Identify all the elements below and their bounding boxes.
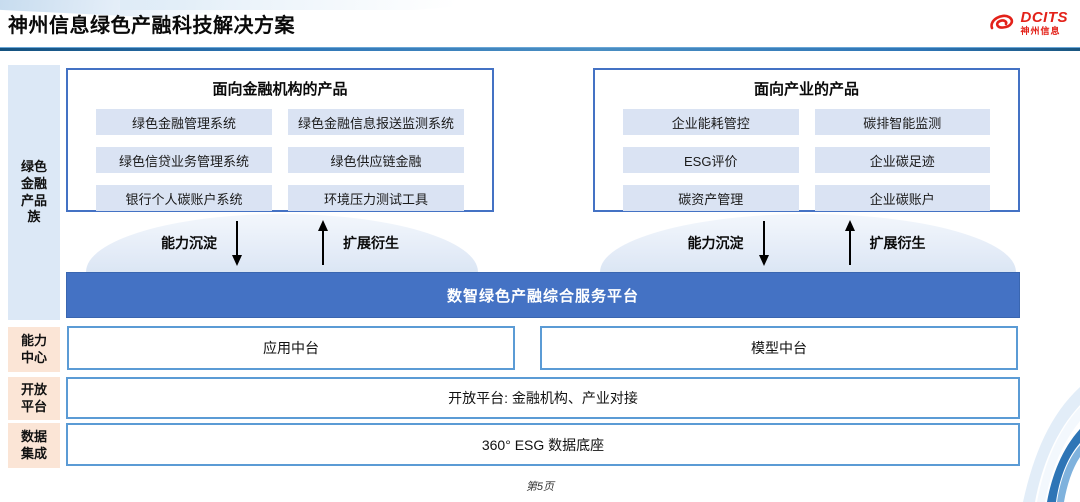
arrow-up-icon xyxy=(318,220,328,265)
arrow-up-icon xyxy=(844,220,855,265)
rail-label: 能力中心 xyxy=(20,332,47,365)
rail-label: 数据集成 xyxy=(20,428,47,461)
capability-settle-label: 能力沉淀 xyxy=(687,235,744,251)
arrow-down-icon xyxy=(758,221,769,266)
title-divider xyxy=(0,47,1080,51)
rail-green-finance-product-family: 绿色金融产品族 xyxy=(8,65,60,320)
arrow-zone-industry: 能力沉淀 扩展衍生 xyxy=(593,216,1020,270)
logo-text: DCITS 神州信息 xyxy=(1021,10,1069,36)
top-swoosh-decoration-2 xyxy=(120,0,540,10)
rail-open-platform: 开放平台 xyxy=(8,377,60,420)
product-item: 企业能耗管控 xyxy=(623,109,799,135)
dcits-swirl-icon xyxy=(989,14,1013,30)
page-number: 第5页 xyxy=(525,481,555,493)
product-item: 企业碳足迹 xyxy=(814,147,990,173)
expand-derive-label: 扩展衍生 xyxy=(343,235,399,251)
arrow-down-icon xyxy=(232,221,242,266)
product-item: 碳排智能监测 xyxy=(814,109,990,135)
model-middle-platform-box: 模型中台 xyxy=(540,326,1018,370)
open-platform-box: 开放平台: 金融机构、产业对接 xyxy=(66,377,1020,419)
expand-derive-label: 扩展衍生 xyxy=(869,235,926,251)
capability-settle-label: 能力沉淀 xyxy=(161,235,217,251)
esg-data-base-box: 360° ESG 数据底座 xyxy=(66,423,1020,466)
rail-capability-center: 能力中心 xyxy=(8,327,60,372)
product-item: 企业碳账户 xyxy=(814,185,990,211)
product-item: 绿色金融信息报送监测系统 xyxy=(288,109,464,135)
corner-ribbon-decoration xyxy=(1023,387,1080,502)
industry-products-title: 面向产业的产品 xyxy=(753,81,859,98)
rail-data-integration: 数据集成 xyxy=(8,423,60,468)
finance-products-title: 面向金融机构的产品 xyxy=(212,81,348,98)
logo-brand: DCITS xyxy=(1020,9,1068,26)
product-item: 绿色供应链金融 xyxy=(288,147,464,173)
platform-bar: 数智绿色产融综合服务平台 xyxy=(66,272,1020,318)
product-item: 绿色金融管理系统 xyxy=(96,109,272,135)
product-item: 碳资产管理 xyxy=(623,185,799,211)
product-item: ESG评价 xyxy=(623,147,799,173)
page-title: 神州信息绿色产融科技解决方案 xyxy=(8,15,295,37)
rail-label: 绿色金融产品族 xyxy=(20,158,47,225)
product-item: 绿色信贷业务管理系统 xyxy=(96,147,272,173)
application-middle-platform-box: 应用中台 xyxy=(67,326,515,370)
industry-products-box: 面向产业的产品 企业能耗管控 碳排智能监测 ESG评价 企业碳足迹 碳资产管理 … xyxy=(593,68,1020,212)
product-item: 银行个人碳账户系统 xyxy=(96,185,272,211)
platform-bar-label: 数智绿色产融综合服务平台 xyxy=(446,287,639,305)
company-logo: DCITS 神州信息 xyxy=(988,10,1069,36)
finance-products-grid: 绿色金融管理系统 绿色金融信息报送监测系统 绿色信贷业务管理系统 绿色供应链金融… xyxy=(96,109,464,211)
rail-label: 开放平台 xyxy=(20,381,47,414)
product-item: 环境压力测试工具 xyxy=(288,185,464,211)
arrow-zone-finance: 能力沉淀 扩展衍生 xyxy=(66,216,494,270)
industry-products-grid: 企业能耗管控 碳排智能监测 ESG评价 企业碳足迹 碳资产管理 企业碳账户 xyxy=(623,109,990,211)
logo-company-name: 神州信息 xyxy=(1020,26,1061,36)
finance-products-box: 面向金融机构的产品 绿色金融管理系统 绿色金融信息报送监测系统 绿色信贷业务管理… xyxy=(66,68,494,212)
